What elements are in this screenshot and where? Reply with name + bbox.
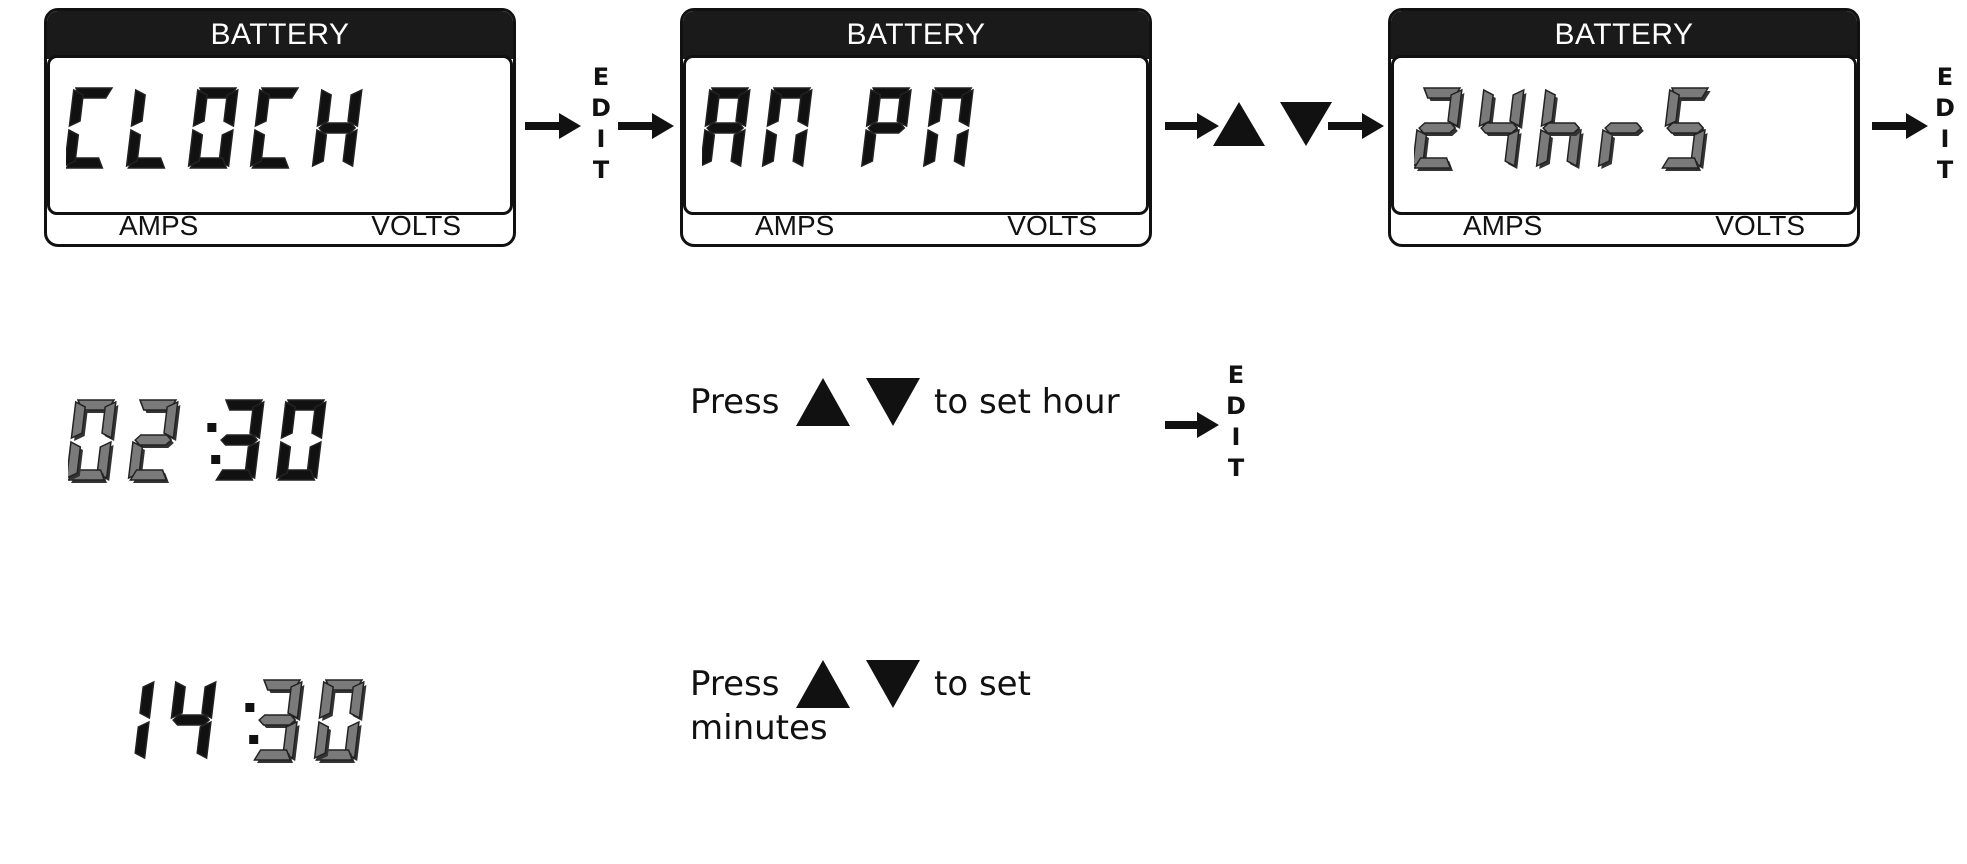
lcd-char-h bbox=[311, 88, 363, 168]
colon-dot bbox=[211, 455, 221, 464]
panel-footer: AMPS VOLTS bbox=[683, 208, 1149, 244]
lcd-char-o bbox=[187, 87, 239, 169]
hour-instruction-text: to set hour bbox=[934, 382, 1120, 422]
edit-letter-t: T bbox=[1936, 156, 1954, 184]
edit-label: E D I T bbox=[1225, 360, 1247, 484]
edit-letter-e: E bbox=[1936, 63, 1954, 91]
lcd-display-cloch bbox=[66, 87, 363, 169]
battery-panel-24hrs: BATTERY AMPS VOLTS bbox=[1388, 8, 1860, 247]
lcd-char-0 bbox=[275, 399, 327, 481]
lcd-char-l bbox=[125, 88, 166, 169]
minute-instruction-text: to set bbox=[934, 664, 1031, 704]
down-triangle-icon bbox=[866, 660, 920, 708]
minute-instruction-line2: minutes bbox=[690, 708, 828, 748]
lcd-char-2 bbox=[127, 399, 181, 483]
panel-footer: AMPS VOLTS bbox=[1391, 208, 1857, 244]
panel-header: BATTERY bbox=[683, 11, 1149, 59]
edit-label: E D I T bbox=[590, 62, 612, 186]
lcd-char-2 bbox=[1414, 87, 1465, 171]
minute-instruction-press: Press bbox=[690, 664, 780, 704]
panel-screen bbox=[47, 55, 513, 215]
lcd-char-s bbox=[1661, 87, 1711, 171]
panel-screen bbox=[1391, 55, 1857, 215]
lcd-char-c bbox=[249, 87, 300, 169]
edit-letter-e: E bbox=[1227, 361, 1245, 389]
right-arrow-icon bbox=[1165, 113, 1219, 139]
colon-dot bbox=[245, 703, 255, 712]
amps-label: AMPS bbox=[1463, 210, 1543, 241]
lcd-char-c bbox=[66, 87, 114, 169]
lcd-char-r bbox=[1597, 122, 1644, 169]
edit-letter-d: D bbox=[591, 94, 611, 122]
lcd-display-24hrs bbox=[1414, 87, 1711, 171]
lcd-display-hour bbox=[68, 399, 327, 483]
lcd-char-m bbox=[761, 87, 813, 168]
edit-letter-i: I bbox=[1940, 125, 1950, 153]
panel-header: BATTERY bbox=[1391, 11, 1857, 59]
panel-header: BATTERY bbox=[47, 11, 513, 59]
up-triangle-icon bbox=[796, 378, 850, 426]
down-triangle-icon bbox=[1280, 102, 1332, 146]
lcd-char-a bbox=[702, 87, 751, 168]
up-triangle-icon bbox=[1213, 102, 1265, 146]
battery-panel-ampm: BATTERY AMPS VOLTS bbox=[680, 8, 1152, 247]
right-arrow-icon bbox=[1328, 113, 1384, 139]
right-arrow-icon bbox=[525, 113, 581, 139]
lcd-char-m bbox=[922, 87, 974, 168]
lcd-char-h bbox=[1535, 88, 1584, 169]
edit-letter-i: I bbox=[596, 125, 606, 153]
edit-letter-t: T bbox=[592, 156, 610, 184]
amps-label: AMPS bbox=[755, 210, 835, 241]
battery-panel-clock: BATTERY AMPS VOLTS bbox=[44, 8, 516, 247]
edit-letter-i: I bbox=[1231, 423, 1241, 451]
lcd-char-4 bbox=[170, 680, 217, 760]
panel-footer: AMPS VOLTS bbox=[47, 208, 513, 244]
edit-letter-e: E bbox=[592, 63, 610, 91]
lcd-char-1 bbox=[134, 680, 155, 760]
edit-letter-d: D bbox=[1226, 392, 1246, 420]
right-arrow-icon bbox=[1165, 412, 1219, 438]
down-triangle-icon bbox=[866, 378, 920, 426]
colon-dot bbox=[249, 735, 259, 744]
amps-label: AMPS bbox=[119, 210, 199, 241]
right-arrow-icon bbox=[618, 113, 674, 139]
volts-label: VOLTS bbox=[1715, 210, 1805, 241]
panel-screen bbox=[683, 55, 1149, 215]
lcd-char-0 bbox=[68, 399, 119, 483]
lcd-char-3 bbox=[215, 399, 265, 481]
edit-letter-d: D bbox=[1935, 94, 1955, 122]
lcd-display-minute bbox=[134, 679, 367, 763]
lcd-char-0 bbox=[313, 679, 367, 763]
volts-label: VOLTS bbox=[371, 210, 461, 241]
colon-dot bbox=[207, 423, 217, 432]
edit-label: E D I T bbox=[1934, 62, 1956, 186]
lcd-char-3 bbox=[253, 679, 305, 763]
edit-letter-t: T bbox=[1227, 454, 1245, 482]
up-triangle-icon bbox=[796, 660, 850, 708]
lcd-char-p bbox=[860, 87, 912, 168]
lcd-char-4 bbox=[1478, 88, 1527, 169]
volts-label: VOLTS bbox=[1007, 210, 1097, 241]
right-arrow-icon bbox=[1872, 113, 1928, 139]
lcd-display-ampm bbox=[702, 87, 974, 168]
hour-instruction-press: Press bbox=[690, 382, 780, 422]
